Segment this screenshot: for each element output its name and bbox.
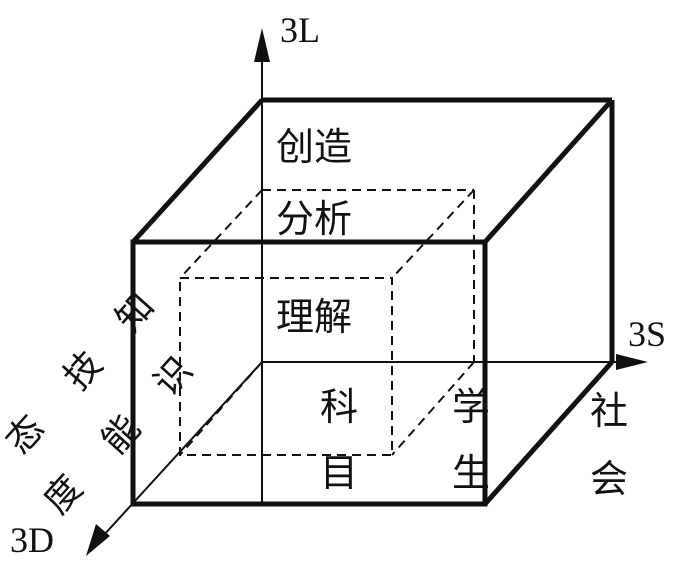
society-label-part2: 会 [590,457,628,501]
depth-axis [91,361,263,549]
attitude-label-part2: 度 [36,468,91,522]
subject-label-part2: 目 [320,451,358,495]
inner-cube [179,189,475,456]
subject-label-part1: 科 [320,385,358,429]
horizontal-axis-label: 3S [628,314,666,354]
student-label-part1: 学 [452,385,490,429]
vertical-axis-label: 3L [280,10,320,50]
knowledge-label-part1: 知 [108,286,163,340]
level-understand-label: 理解 [276,295,352,339]
attitude-label-part1: 态 [0,408,53,462]
outer-cube [130,97,615,507]
depth-axis-arrowhead [86,524,110,556]
level-analyze-label: 分析 [276,197,352,241]
skill-label-part2: 能 [94,408,149,462]
skill-label-part1: 技 [56,344,111,398]
level-create-label: 创造 [276,125,352,169]
knowledge-label-part2: 识 [146,350,201,404]
society-label-part1: 社 [590,389,628,433]
vertical-axis-arrowhead [254,28,270,62]
depth-axis-label: 3D [10,520,54,560]
horizontal-axis-arrowhead [616,354,648,370]
student-label-part2: 生 [452,451,490,495]
